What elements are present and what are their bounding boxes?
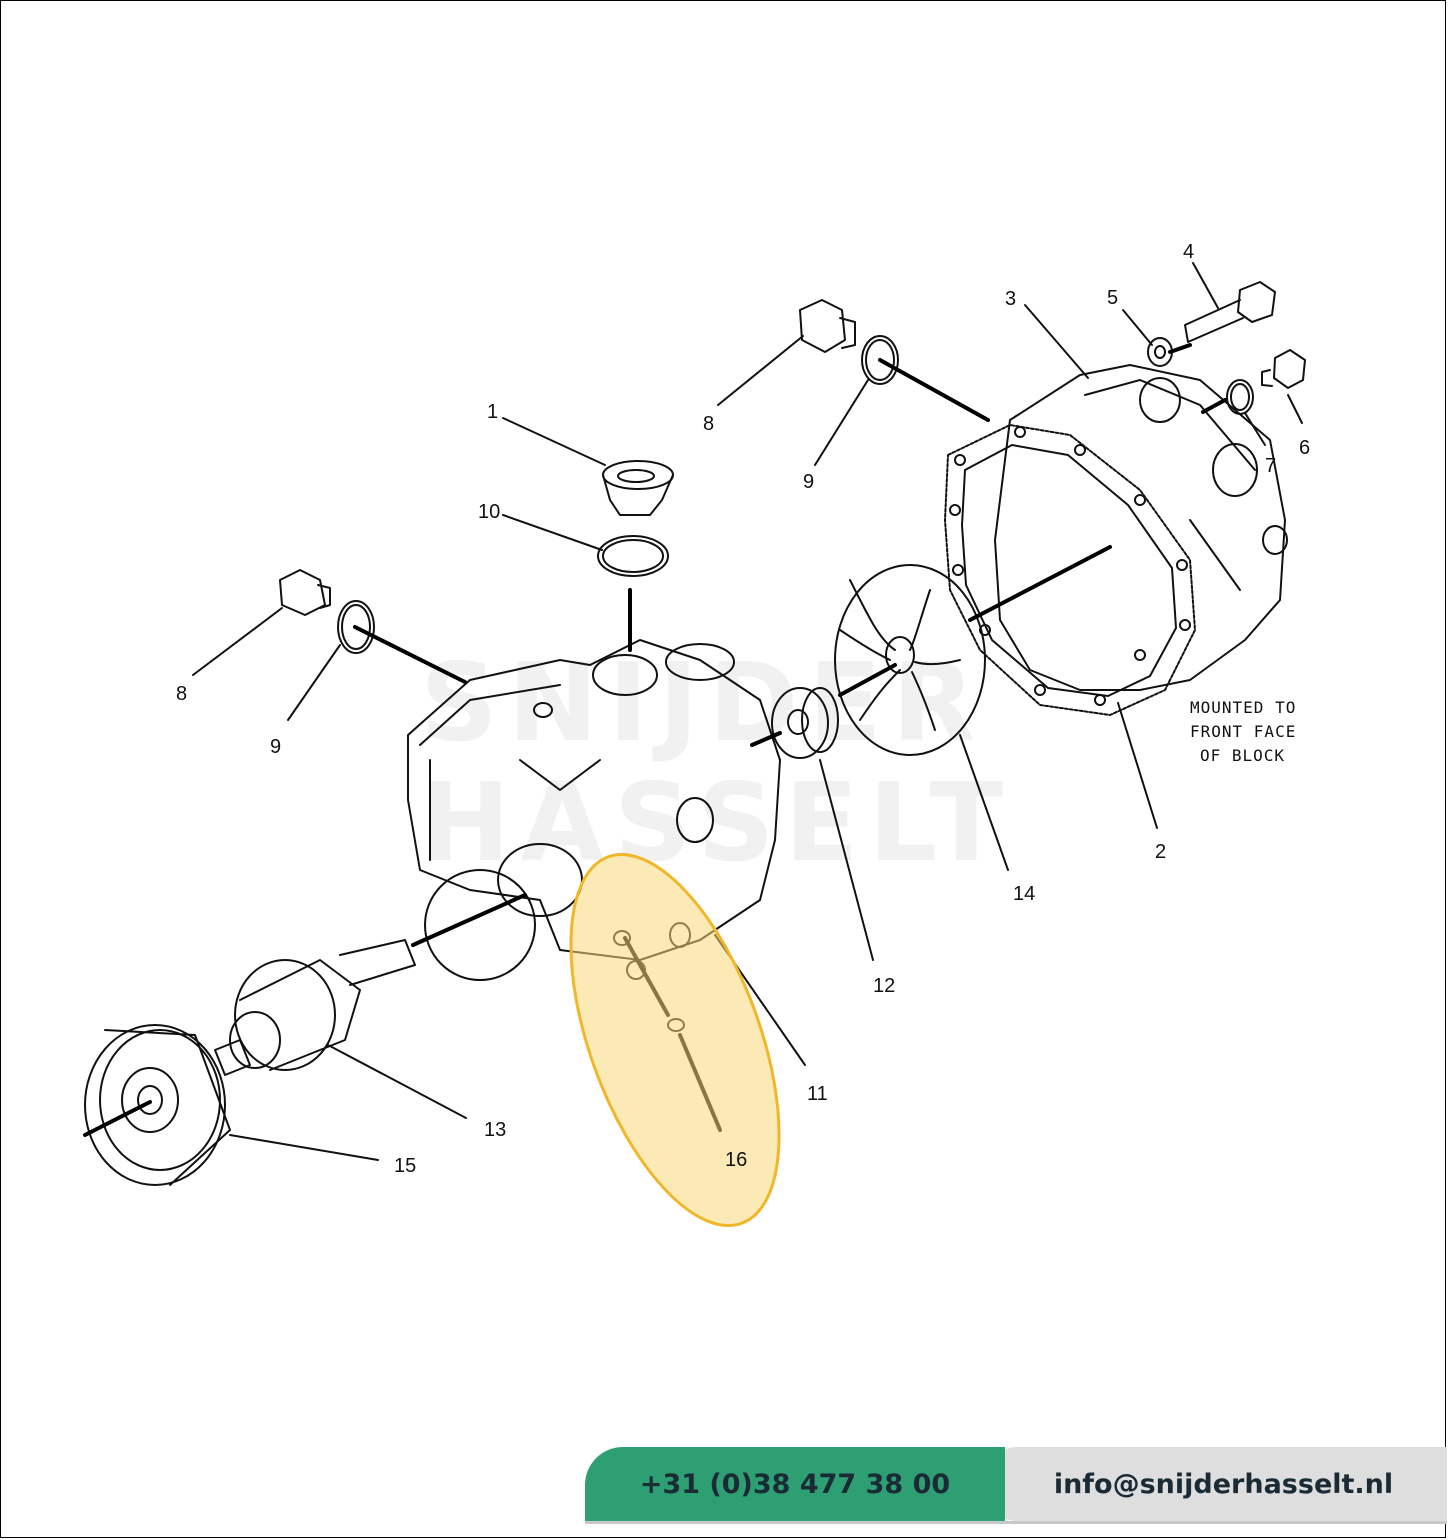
callout-12: 12 [873,975,895,997]
callout-4: 4 [1183,241,1194,263]
o-ring-10 [597,535,669,577]
phone-text: +31 (0)38 477 38 00 [639,1468,951,1500]
pulley [84,1024,231,1186]
note-line-3: OF BLOCK [1200,746,1285,765]
plug-1 [602,460,674,516]
gasket [944,424,1196,716]
callout-6: 6 [1299,437,1310,459]
o-ring-7 [1226,379,1254,415]
seal [771,687,839,759]
callout-8-left: 8 [176,683,187,705]
callout-2: 2 [1155,841,1166,863]
callout-7: 7 [1265,455,1276,477]
callout-15: 15 [394,1155,416,1177]
rear-cover [994,364,1288,691]
shaft-bearing [214,939,416,1076]
note-line-2: FRONT FACE [1190,722,1296,741]
watermark-line1: SNIJDER [420,641,985,766]
callout-1: 1 [487,401,498,423]
callout-8-right: 8 [703,413,714,435]
plug-8-right [799,299,856,353]
callout-11: 11 [807,1083,828,1105]
mounting-note: MOUNTED TO FRONT FACE OF BLOCK [1190,698,1296,765]
note-line-1: MOUNTED TO [1190,698,1296,717]
callout-9-right: 9 [803,471,814,493]
email-link[interactable]: info@snijderhasselt.nl [980,1447,1447,1521]
callout-labels: 1 2 3 4 5 6 7 8 8 9 9 10 11 12 13 14 15 … [176,241,1310,1177]
o-ring-9-left [337,600,375,654]
item-16-highlight [569,852,781,1228]
callout-10: 10 [478,501,500,523]
footer-underline [585,1521,1447,1524]
impeller [834,564,986,756]
callout-5: 5 [1107,287,1118,309]
leader-lines [192,262,1303,1161]
bolt-4 [1184,281,1276,343]
o-ring-9-right [861,335,899,385]
plug-8-left [279,569,331,616]
callout-3: 3 [1005,288,1016,310]
callout-9-left: 9 [270,736,281,758]
phone-link[interactable]: +31 (0)38 477 38 00 [585,1447,1005,1521]
callout-14: 14 [1013,883,1035,905]
contact-footer: info@snijderhasselt.nl +31 (0)38 477 38 … [585,1447,1447,1521]
plug-6 [1261,349,1306,389]
callout-13: 13 [484,1119,506,1141]
email-text: info@snijderhasselt.nl [1053,1468,1394,1500]
callout-16: 16 [725,1149,747,1171]
watermark-line2: HASSELT [420,761,1013,886]
